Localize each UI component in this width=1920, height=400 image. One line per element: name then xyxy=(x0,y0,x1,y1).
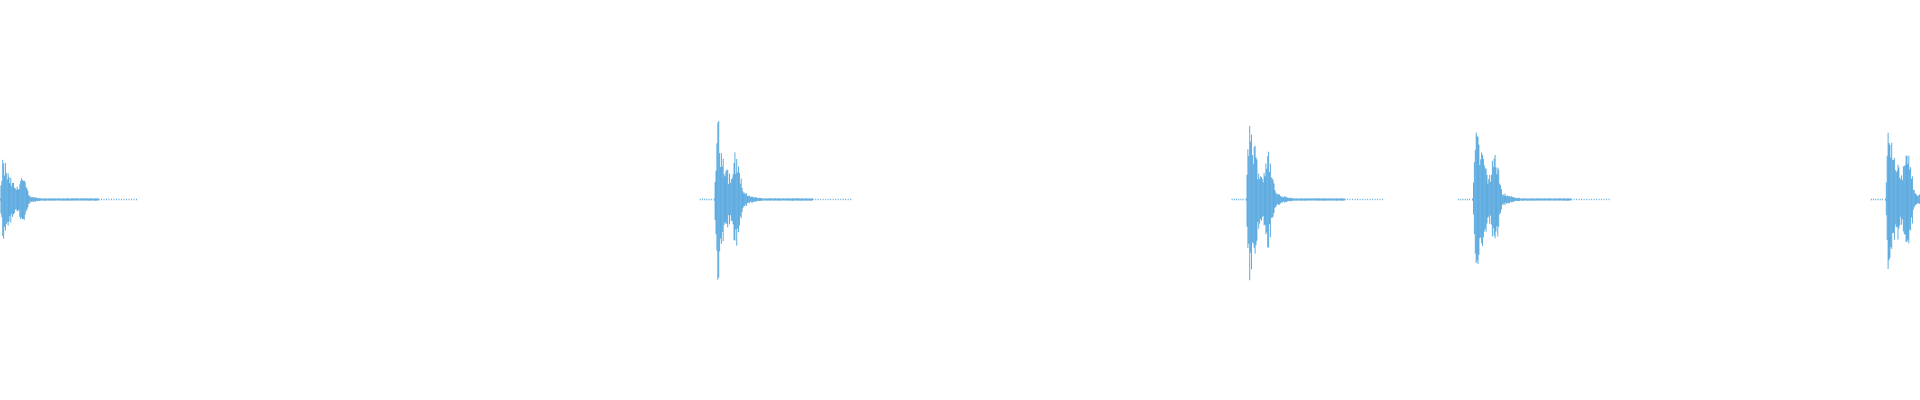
waveform-burst xyxy=(699,121,852,280)
waveform-burst xyxy=(0,159,137,239)
waveform-burst xyxy=(1231,126,1384,281)
waveform-burst xyxy=(1458,132,1610,265)
waveform-bursts xyxy=(0,121,1920,281)
waveform-burst xyxy=(1870,132,1920,269)
